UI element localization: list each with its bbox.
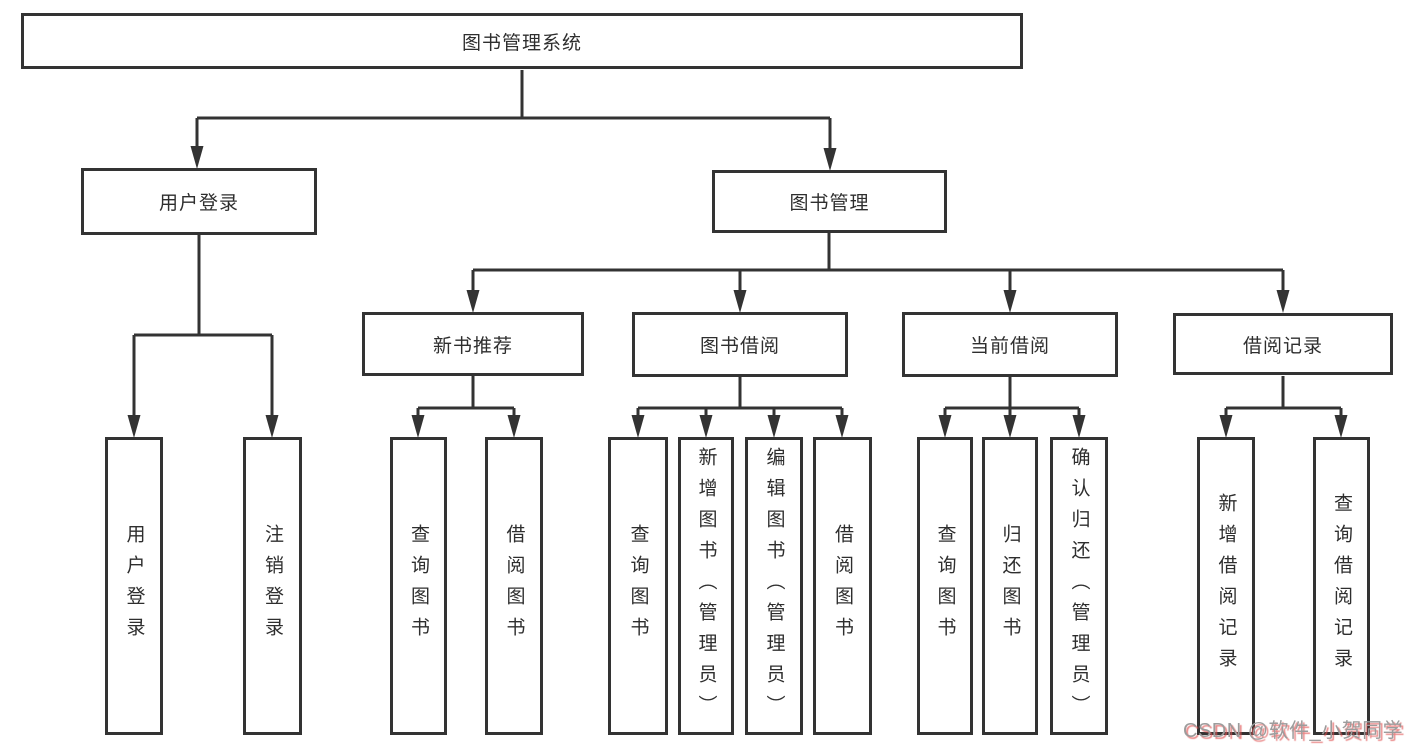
connector-arrows — [127, 146, 1348, 438]
leaf-borrowing-query-books: 查询图书 — [608, 437, 668, 735]
node-user-login: 用户登录 — [81, 168, 317, 235]
node-book-management: 图书管理 — [712, 170, 947, 233]
node-label: 借阅图书 — [503, 524, 525, 648]
node-label: 新书推荐 — [432, 335, 513, 357]
node-label: 借阅记录 — [1242, 335, 1323, 357]
leaf-newbook-borrow-books: 借阅图书 — [485, 437, 543, 735]
leaf-borrowing-add-books-admin: 新增图书（管理员） — [678, 437, 734, 735]
leaf-user-login: 用户登录 — [105, 437, 163, 735]
node-label: 借阅图书 — [832, 524, 853, 648]
node-label: 编辑图书（管理员） — [763, 446, 785, 726]
leaf-newbook-query-books: 查询图书 — [390, 437, 447, 735]
node-new-book-recommend: 新书推荐 — [362, 312, 584, 376]
leaf-current-query-books: 查询图书 — [917, 437, 973, 735]
leaf-current-return-books: 归还图书 — [982, 437, 1038, 735]
node-label: 新增借阅记录 — [1215, 493, 1237, 679]
leaf-borrowing-borrow-books: 借阅图书 — [813, 437, 872, 735]
node-label: 查询借阅记录 — [1331, 493, 1352, 679]
node-borrowing-records: 借阅记录 — [1173, 313, 1393, 375]
node-label: 用户登录 — [158, 193, 239, 214]
node-label: 新增图书（管理员） — [695, 446, 717, 726]
node-book-borrowing: 图书借阅 — [632, 312, 848, 377]
node-label: 归还图书 — [999, 524, 1021, 648]
csdn-watermark: CSDN @软件_小贺同学 — [1183, 720, 1404, 742]
leaf-borrowing-edit-books-admin: 编辑图书（管理员） — [745, 437, 803, 735]
leaf-logout: 注销登录 — [243, 437, 302, 735]
node-label: 图书借阅 — [699, 336, 780, 357]
leaf-current-confirm-return-admin: 确认归还（管理员） — [1050, 437, 1108, 735]
node-label: 图书管理系统 — [461, 32, 582, 54]
leaf-records-query-record: 查询借阅记录 — [1313, 437, 1370, 735]
node-label: 查询图书 — [627, 524, 649, 648]
node-label: 查询图书 — [934, 524, 956, 648]
leaf-records-add-record: 新增借阅记录 — [1197, 437, 1255, 735]
node-label: 图书管理 — [789, 193, 870, 214]
node-label: 注销登录 — [262, 524, 283, 648]
node-current-borrowing: 当前借阅 — [902, 312, 1118, 377]
node-label: 当前借阅 — [969, 336, 1050, 357]
node-label: 用户登录 — [123, 524, 145, 648]
node-root-system: 图书管理系统 — [21, 13, 1023, 69]
node-label: 查询图书 — [408, 524, 429, 648]
node-label: 确认归还（管理员） — [1068, 446, 1090, 726]
